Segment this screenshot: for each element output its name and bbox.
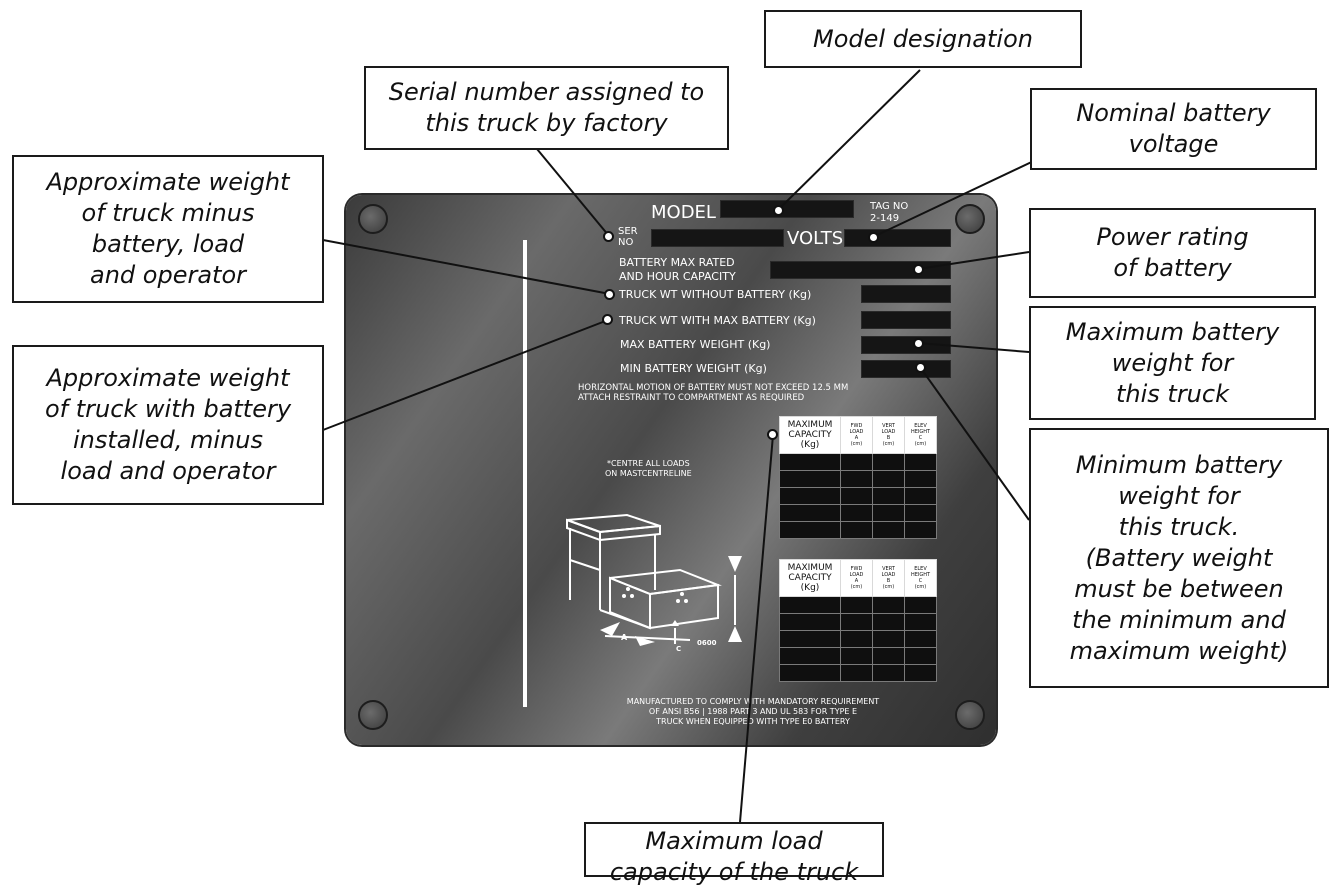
table-row [779, 664, 937, 682]
table-row [779, 630, 937, 648]
leader-model [777, 69, 921, 211]
table-row [779, 596, 937, 614]
table-row [779, 487, 937, 505]
callout-max-battery: Maximum battery weight for this truck [1029, 306, 1316, 420]
weight-with-battery-marker [602, 314, 613, 325]
manufactured-note: MANUFACTURED TO COMPLY WITH MANDATORY RE… [626, 697, 880, 726]
callout-model-designation: Model designation [764, 10, 1082, 68]
callout-min-battery: Minimum battery weight for this truck. (… [1029, 428, 1329, 688]
truck-wt-without-label: TRUCK WT WITHOUT BATTERY (Kg) [619, 288, 812, 301]
screw-top-left [358, 204, 388, 234]
tag-no-value: 2-149 [870, 213, 900, 224]
power-rating-marker [913, 264, 924, 275]
serial-field [651, 229, 784, 247]
model-marker [773, 205, 784, 216]
callout-battery-voltage: Nominal battery voltage [1030, 88, 1317, 170]
table-row [779, 453, 937, 471]
weight-no-battery-marker [604, 289, 615, 300]
capacity-header-vert: VERT LOAD B (cm) [872, 559, 905, 597]
table-row [779, 647, 937, 665]
capacity-header-max: MAXIMUM CAPACITY (Kg) [779, 416, 841, 454]
table-row [779, 521, 937, 539]
diagram-code: 0600 [697, 639, 717, 647]
min-battery-field [861, 360, 951, 378]
capacity-header-fwd: FWD LOAD A (cm) [840, 559, 873, 597]
ser-no-label: SER NO [618, 226, 638, 248]
voltage-marker [868, 232, 879, 243]
max-load-marker [767, 429, 778, 440]
truck-wt-without-field [861, 285, 951, 303]
diagram-label-a: A [621, 633, 628, 642]
max-battery-field [861, 336, 951, 354]
model-field [720, 200, 854, 218]
model-label: MODEL [651, 202, 716, 223]
callout-weight-no-battery: Approximate weight of truck minus batter… [12, 155, 324, 303]
table-row [779, 504, 937, 522]
volts-field [844, 229, 951, 247]
callout-weight-with-battery: Approximate weight of truck with battery… [12, 345, 324, 505]
capacity-header-max: MAXIMUM CAPACITY (Kg) [779, 559, 841, 597]
callout-serial-number: Serial number assigned to this truck by … [364, 66, 729, 150]
volts-label: VOLTS [787, 228, 844, 249]
table-row [779, 470, 937, 488]
min-battery-marker [915, 362, 926, 373]
centre-loads-note: *CENTRE ALL LOADS ON MASTCENTRELINE [605, 459, 692, 478]
truck-wt-with-field [861, 311, 951, 329]
capacity-header-vert: VERT LOAD B (cm) [872, 416, 905, 454]
capacity-header-elev: ELEV HEIGHT C (cm) [904, 416, 937, 454]
capacity-table-2: MAXIMUM CAPACITY (Kg) FWD LOAD A (cm) VE… [779, 559, 937, 682]
diagram-label-c: C [676, 645, 682, 653]
capacity-header-elev: ELEV HEIGHT C (cm) [904, 559, 937, 597]
screw-bottom-right [955, 700, 985, 730]
battery-capacity-field [770, 261, 951, 279]
capacity-table-1: MAXIMUM CAPACITY (Kg) FWD LOAD A (cm) VE… [779, 416, 937, 539]
truck-wt-with-label: TRUCK WT WITH MAX BATTERY (Kg) [619, 314, 816, 327]
max-battery-marker [913, 338, 924, 349]
max-battery-label: MAX BATTERY WEIGHT (Kg) [620, 338, 771, 351]
plate-stripe [523, 240, 527, 707]
capacity-header-fwd: FWD LOAD A (cm) [840, 416, 873, 454]
callout-max-load: Maximum load capacity of the truck [584, 822, 884, 886]
battery-capacity-label: BATTERY MAX RATED AND HOUR CAPACITY [619, 256, 736, 283]
screw-bottom-left [358, 700, 388, 730]
serial-marker [603, 231, 614, 242]
min-battery-label: MIN BATTERY WEIGHT (Kg) [620, 362, 767, 375]
screw-top-right [955, 204, 985, 234]
table-row [779, 613, 937, 631]
callout-power-rating: Power rating of battery [1029, 208, 1316, 298]
tag-no-label: TAG NO [870, 201, 909, 212]
horizontal-motion-note: HORIZONTAL MOTION OF BATTERY MUST NOT EX… [578, 383, 849, 403]
